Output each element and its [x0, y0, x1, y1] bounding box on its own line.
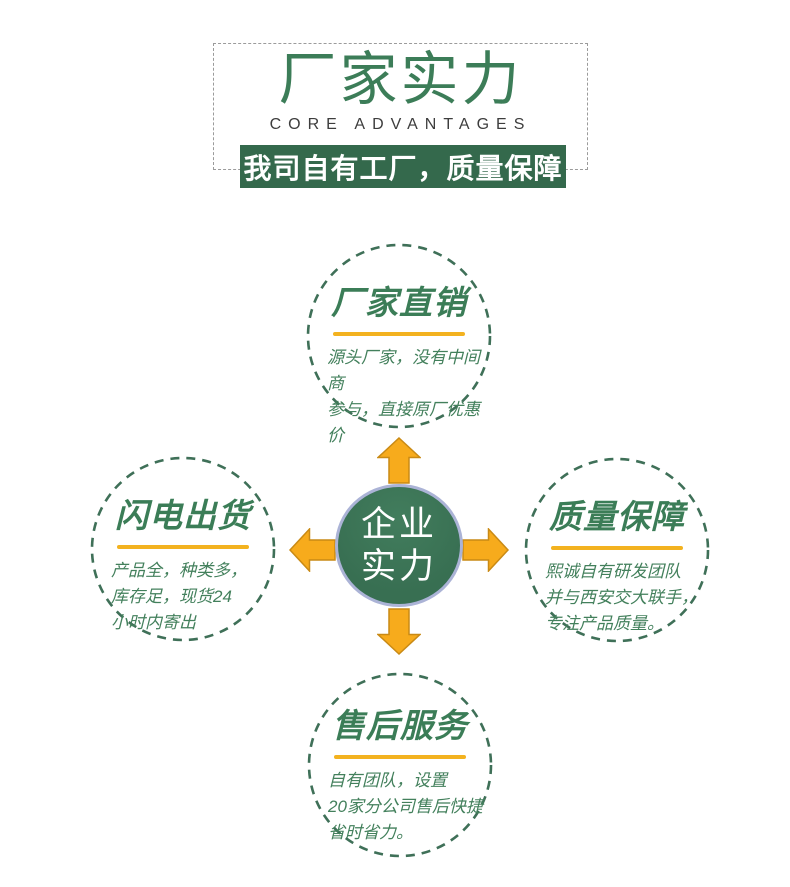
feature-description: 自有团队，设置 20家分公司售后快捷 省时省力。: [328, 771, 483, 842]
feature-content: 闪电出货 产品全，种类多， 库存足，现货24 小时内寄出: [90, 456, 276, 642]
page-title: 厂家实力: [278, 47, 523, 112]
feature-description: 产品全，种类多， 库存足，现货24 小时内寄出: [111, 561, 247, 632]
feature-circle-fast-shipping: 闪电出货 产品全，种类多， 库存足，现货24 小时内寄出: [90, 456, 276, 642]
center-label: 企业 实力: [360, 504, 437, 586]
feature-circle-after-sales: 售后服务 自有团队，设置 20家分公司售后快捷 省时省力。: [307, 672, 493, 858]
feature-circle-quality-assurance: 质量保障 熙诚自有研发团队 并与西安交大联手， 专注产品质量。: [524, 457, 710, 643]
feature-content: 厂家直销 源头厂家，没有中间商 参与，直接原厂优惠价: [306, 243, 492, 445]
center-circle-enterprise-strength: 企业 实力: [335, 484, 463, 607]
title-underline: [334, 755, 466, 759]
title-box: 厂家实力 CORE ADVANTAGES: [213, 43, 588, 170]
feature-title: 厂家直销: [331, 284, 467, 321]
title-underline: [333, 332, 465, 336]
feature-title: 售后服务: [332, 707, 468, 744]
title-underline: [117, 545, 249, 549]
title-underline: [551, 546, 683, 550]
dashed-ring-icon: [307, 672, 493, 858]
feature-title: 闪电出货: [115, 497, 251, 534]
dashed-ring-icon: [90, 456, 276, 642]
dashed-ring-icon: [306, 243, 492, 429]
feature-description: 熙诚自有研发团队 并与西安交大联手， 专注产品质量。: [545, 562, 698, 633]
feature-circle-factory-direct: 厂家直销 源头厂家，没有中间商 参与，直接原厂优惠价: [306, 243, 492, 445]
dashed-ring-icon: [524, 457, 710, 643]
feature-content: 质量保障 熙诚自有研发团队 并与西安交大联手， 专注产品质量。: [524, 457, 710, 643]
arrow-right-icon: [462, 528, 509, 572]
arrow-down-icon: [377, 608, 421, 655]
feature-description: 源头厂家，没有中间商 参与，直接原厂优惠价: [327, 348, 480, 445]
page-subtitle: CORE ADVANTAGES: [269, 116, 532, 133]
feature-title: 质量保障: [549, 498, 685, 535]
arrow-left-icon: [289, 528, 336, 572]
arrow-up-icon: [377, 437, 421, 484]
header-banner: 我司自有工厂，质量保障: [240, 145, 566, 188]
feature-content: 售后服务 自有团队，设置 20家分公司售后快捷 省时省力。: [307, 672, 493, 858]
